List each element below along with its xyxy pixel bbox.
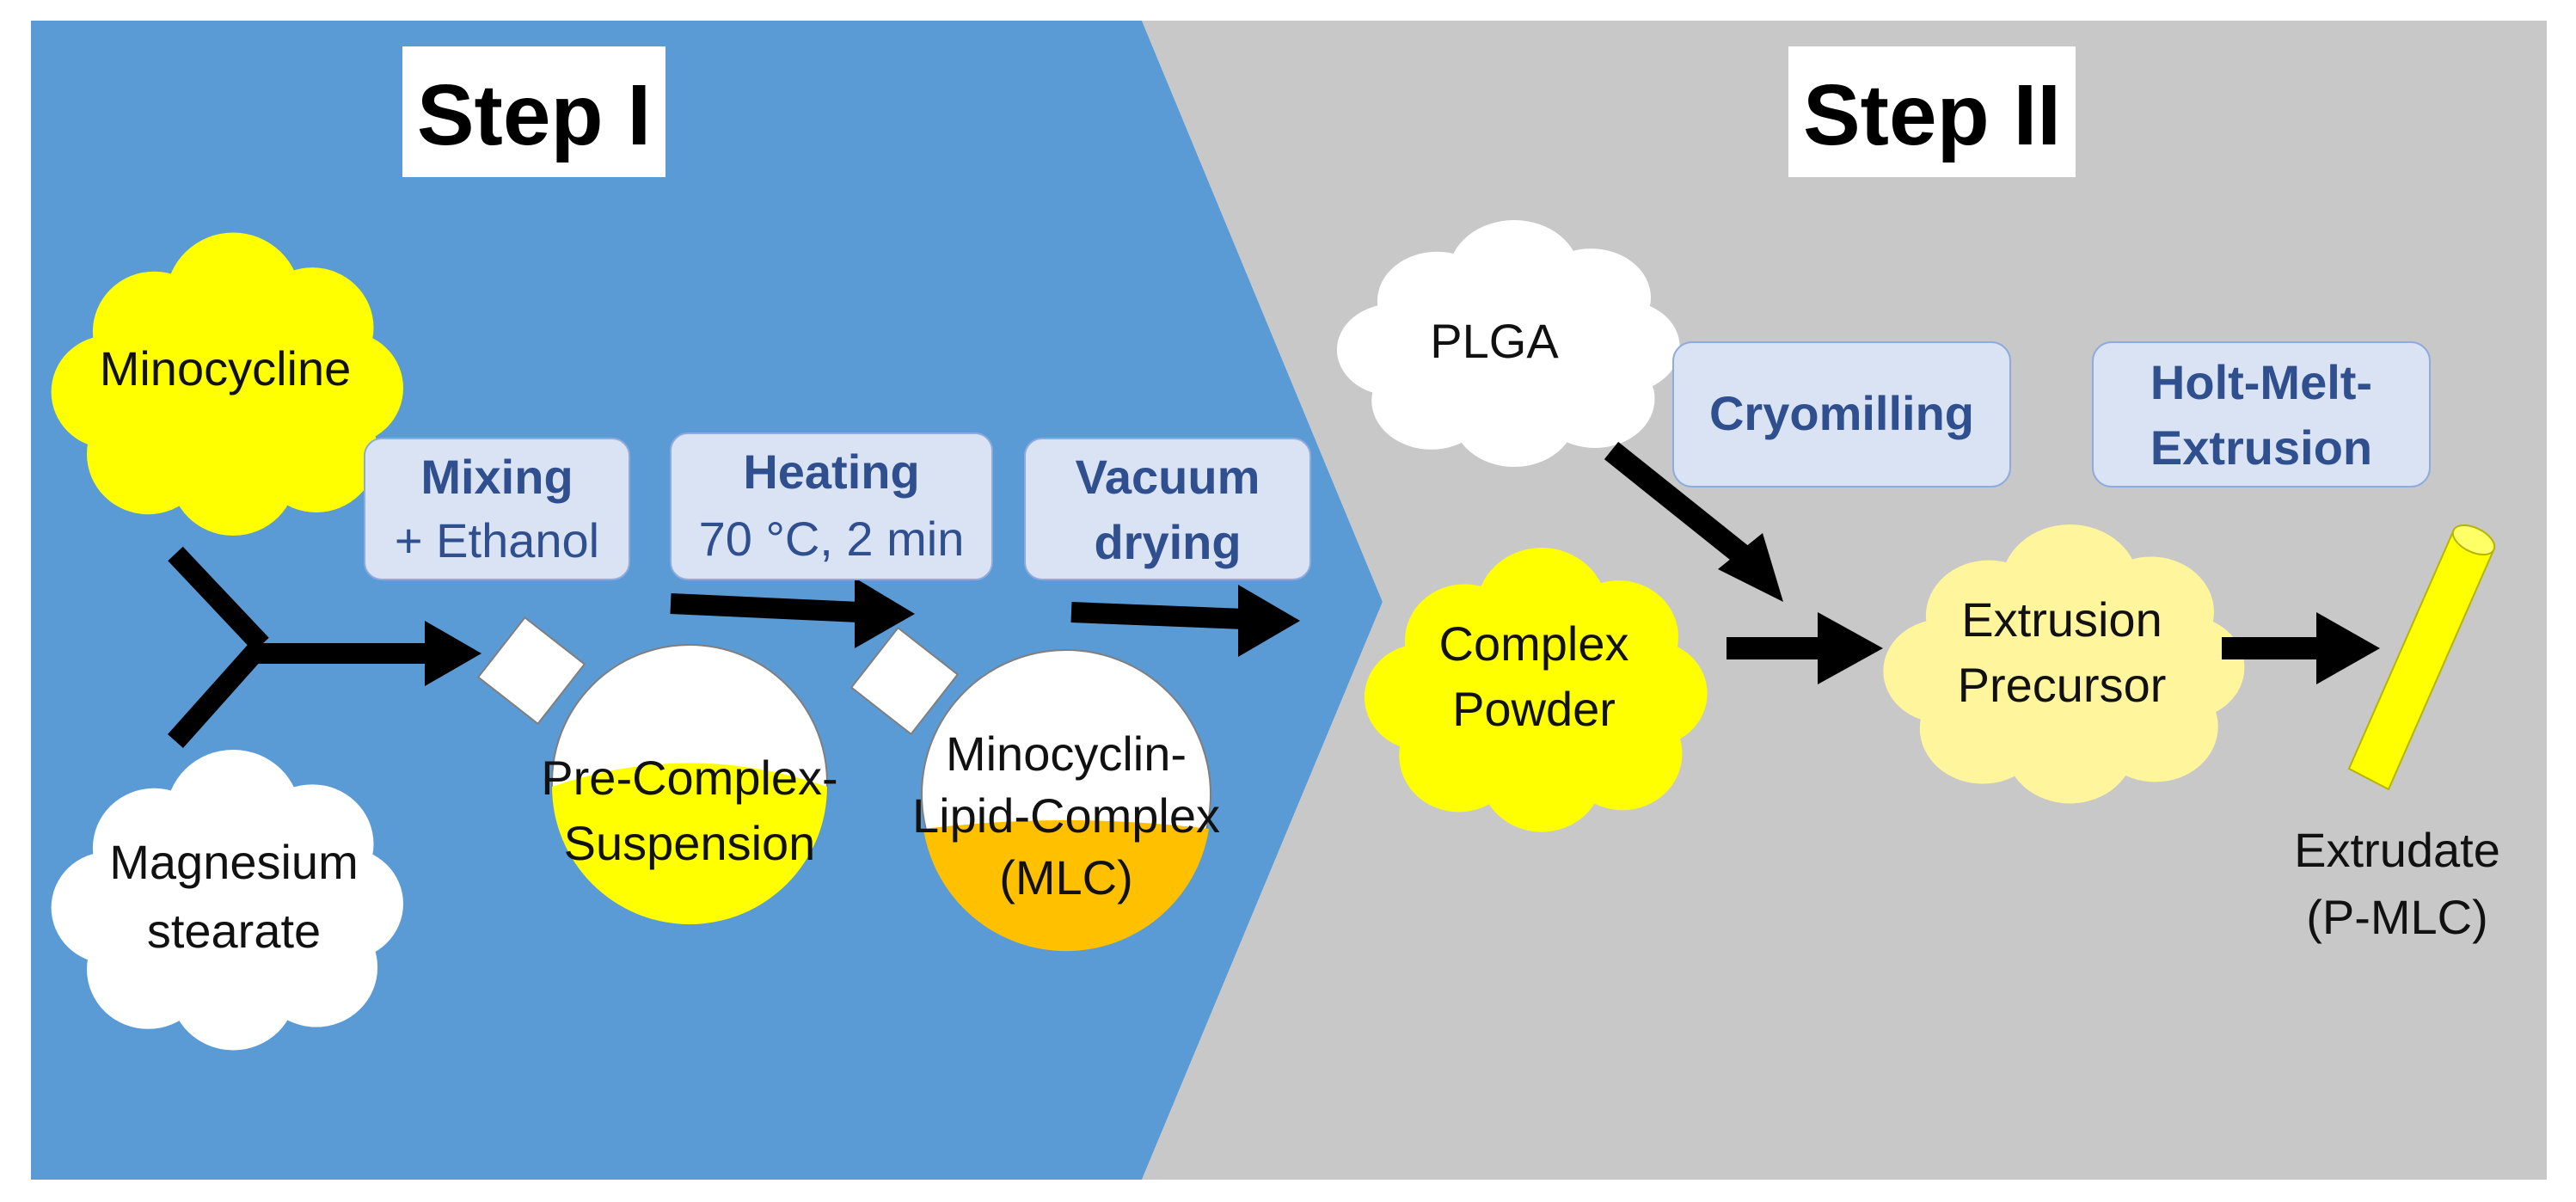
flask2-label-line3: (MLC)	[999, 850, 1133, 905]
step1-title-box	[402, 46, 665, 177]
merge-arrow-head	[425, 621, 481, 686]
mixing-label-line2: + Ethanol	[395, 513, 599, 567]
step1-title: Step I	[417, 67, 651, 163]
complex-label-line2: Powder	[1452, 682, 1616, 736]
vacuum-label-line2: drying	[1094, 515, 1241, 569]
hot-melt-extrusion-box	[2092, 341, 2431, 488]
extrudate-label-line1: Extrudate	[2294, 823, 2500, 877]
arrow-plga-head	[1718, 533, 1783, 602]
heating-box	[670, 432, 993, 580]
arrow-vacuum-line	[1070, 602, 1246, 629]
arrow-to-heating-line	[670, 593, 861, 622]
vacuum-label-line1: Vacuum	[1076, 450, 1260, 504]
cryomilling-box	[1672, 341, 2011, 488]
magnesium-label-line1: Magnesium	[109, 835, 358, 889]
arrow-precursor-head	[2316, 612, 2380, 684]
mixing-label-line1: Mixing	[420, 450, 573, 504]
arrow-to-heating-head	[855, 578, 915, 648]
cryomilling-label: Cryomilling	[1709, 386, 1974, 440]
plga-label: PLGA	[1430, 314, 1559, 368]
hme-label-line2: Extrusion	[2150, 420, 2372, 475]
merge-arrow	[168, 546, 430, 748]
heating-label-line2: 70 °C, 2 min	[699, 512, 965, 566]
minocycline-label: Minocycline	[100, 341, 352, 396]
mixing-box	[364, 438, 630, 580]
flask2-label-line1: Minocyclin-	[946, 727, 1187, 781]
flask1-label-line2: Suspension	[564, 816, 816, 870]
arrow-vacuum-head	[1238, 585, 1300, 657]
vacuum-drying-box	[1024, 438, 1311, 580]
magnesium-label-line2: stearate	[147, 904, 321, 958]
heating-label-line1: Heating	[743, 445, 919, 499]
flask2-label-line2: Lipid-Complex	[912, 788, 1220, 843]
flask-1	[476, 616, 828, 924]
hme-label-line1: Holt-Melt-	[2150, 355, 2372, 409]
precursor-label-line1: Extrusion	[1961, 592, 2162, 647]
precursor-label-line2: Precursor	[1958, 658, 2167, 712]
flask-2	[849, 626, 1211, 952]
extrudate-rod	[2347, 524, 2496, 791]
step2-title: Step II	[1803, 67, 2061, 163]
arrow-complex-head	[1818, 612, 1883, 684]
step2-title-box	[1788, 46, 2076, 177]
extrudate-label-line2: (P-MLC)	[2306, 890, 2488, 944]
arrow-plga-line	[1604, 441, 1757, 570]
flask1-label-line1: Pre-Complex-	[541, 751, 837, 805]
complex-label-line1: Complex	[1439, 616, 1629, 671]
